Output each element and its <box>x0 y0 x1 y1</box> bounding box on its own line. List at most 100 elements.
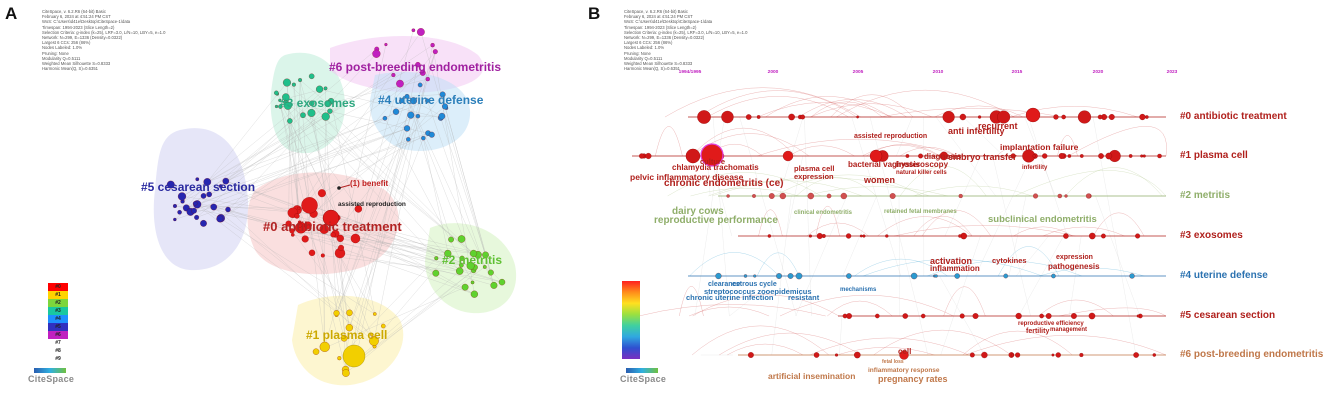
timeline-arc <box>913 215 973 237</box>
timeline-arc <box>698 90 857 118</box>
network-edge <box>288 120 291 224</box>
network-node <box>294 213 300 219</box>
timeline-arc <box>1010 106 1138 118</box>
timeline-arc <box>756 252 800 277</box>
network-edge <box>427 100 485 267</box>
timeline-term-label: mechanisms <box>840 287 877 293</box>
cluster-label-6: #6 post-breeding endometritis <box>329 60 502 74</box>
network-edge <box>291 230 375 342</box>
network-node <box>369 336 379 346</box>
network-node <box>345 324 353 332</box>
timeline-node <box>776 273 782 279</box>
network-node <box>301 197 318 214</box>
network-edge <box>289 120 345 339</box>
network-edge <box>336 51 436 314</box>
network-edge <box>293 84 325 347</box>
timeline-node <box>954 273 960 279</box>
timeline-arc <box>667 172 822 197</box>
legend-entry: #9 <box>55 356 61 362</box>
network-edge <box>219 101 413 220</box>
timeline-arc <box>798 99 907 118</box>
network-edge <box>345 270 474 370</box>
timeline-term-label: retained fetal membranes <box>884 209 957 215</box>
metadata-line: CiteSpace, v. 6.2.R6 (64-bit) Basic <box>624 9 688 14</box>
timeline-node <box>795 272 803 280</box>
timeline-cluster-label-5: #5 cesarean section <box>1180 310 1276 321</box>
network-node <box>490 281 498 289</box>
timeline-node <box>1015 312 1022 320</box>
timeline-term-label: activation <box>930 256 973 266</box>
network-edge <box>384 118 473 283</box>
network-node <box>466 261 475 270</box>
timeline-term-label: reproductive efficiency <box>1018 321 1084 327</box>
timeline-node <box>821 234 826 238</box>
network-edge <box>227 209 475 295</box>
timeline-term-label: chronic endometritis (ce) <box>664 178 784 189</box>
network-node <box>210 203 218 211</box>
timeline-node <box>856 115 859 119</box>
timeline-link <box>804 116 812 317</box>
timeline-node <box>1042 153 1048 159</box>
network-edge <box>196 103 328 218</box>
timeline-node <box>934 274 938 278</box>
cluster-label-1: #1 plasma cell <box>306 328 388 342</box>
network-node <box>416 28 425 36</box>
timeline-link <box>1016 235 1049 277</box>
timeline-node <box>1088 312 1096 320</box>
timeline-arc <box>655 126 683 157</box>
timeline-link <box>940 235 981 356</box>
timeline-node <box>1015 352 1021 358</box>
timeline-arc <box>712 177 930 197</box>
timeline-node <box>788 113 795 121</box>
timeline-node <box>853 351 861 359</box>
timeline-node <box>1077 110 1092 124</box>
metadata-line: Largest 6 CCs: 256 (86%) <box>42 40 91 46</box>
timeline-cluster-label-6: #6 post-breeding endometritis <box>1180 349 1324 360</box>
timeline-node <box>910 272 918 280</box>
timeline-node <box>1145 115 1149 119</box>
metadata-line: Nodes Labeled: 1.0% <box>624 45 665 51</box>
timeline-node <box>767 234 772 238</box>
network-node <box>421 136 426 141</box>
timeline-term-label: dairy cows <box>672 206 724 217</box>
network-node <box>419 70 426 76</box>
timeline-node <box>840 192 847 200</box>
network-node <box>434 256 439 261</box>
network-edge <box>345 51 436 374</box>
timeline-arc <box>788 145 855 157</box>
network-edge <box>225 100 428 182</box>
legend-entry: #0 <box>48 283 68 291</box>
timeline-link <box>1095 195 1140 317</box>
metadata-line: Timespan: 1994-2023 (Slice Length=2) <box>42 24 115 30</box>
metadata-line: WoS: C:\Users\d41e\Desktop\CiteSpace-1\d… <box>42 19 131 25</box>
network-node <box>338 244 344 251</box>
timeline-term-label: diagnosis <box>924 152 962 161</box>
network-edge <box>355 96 408 239</box>
cluster-label-0: #0 antibiotic treatment <box>263 219 402 234</box>
timeline-cluster-label-1: #1 plasma cell <box>1180 150 1248 161</box>
timeline-node <box>939 151 949 161</box>
timeline-node <box>1058 153 1065 159</box>
network-node <box>372 49 381 58</box>
timeline-arc <box>708 180 863 197</box>
network-edge <box>297 80 301 210</box>
timeline-term-label: management <box>1050 327 1088 333</box>
network-node <box>308 73 315 80</box>
network-edge <box>355 238 475 295</box>
timeline-node <box>972 313 979 319</box>
network-node <box>384 43 388 47</box>
timeline-link <box>869 116 920 317</box>
timeline-arc <box>962 330 1073 356</box>
timeline-arc <box>836 347 935 356</box>
timeline-arc <box>1093 212 1145 237</box>
timeline-node <box>977 115 982 119</box>
network-edge <box>423 138 449 255</box>
timeline-arc <box>810 101 883 118</box>
network-node <box>459 262 464 268</box>
timeline-arc <box>774 174 923 197</box>
network-edge <box>285 102 474 254</box>
timeline-arc <box>836 90 1015 118</box>
network-node <box>482 265 487 269</box>
